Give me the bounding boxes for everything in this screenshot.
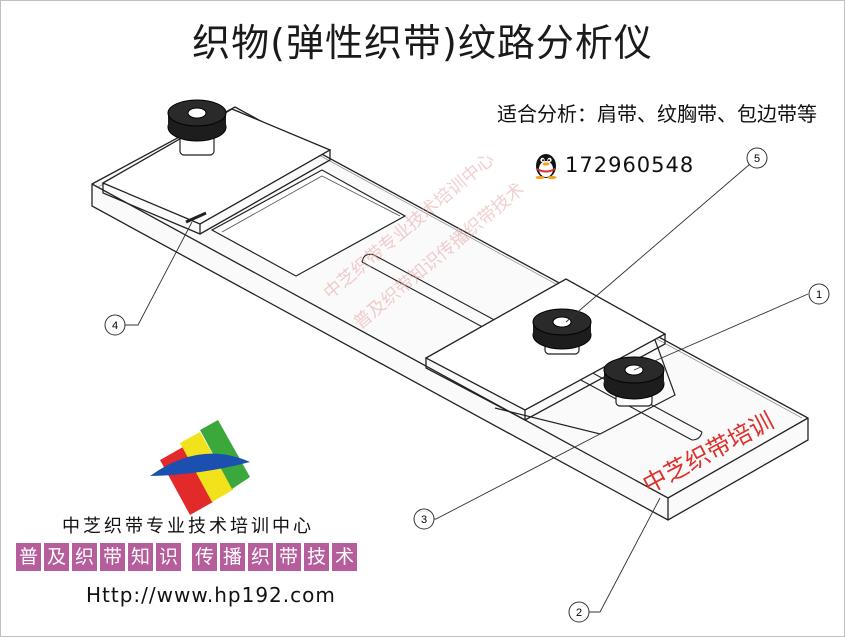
slogan-char: 技 bbox=[304, 543, 329, 571]
slogan-char: 传 bbox=[192, 543, 217, 571]
slogan-char: 普 bbox=[16, 543, 41, 571]
svg-text:5: 5 bbox=[754, 153, 760, 165]
svg-text:2: 2 bbox=[576, 607, 582, 619]
slogan-char: 及 bbox=[44, 543, 69, 571]
svg-text:3: 3 bbox=[421, 514, 427, 526]
slogan-char: 织 bbox=[248, 543, 273, 571]
clamp-knob-left bbox=[167, 99, 227, 156]
slogan-part1: 普及织带知识 bbox=[16, 543, 184, 571]
slogan-part2: 传播织带技术 bbox=[192, 543, 360, 571]
slogan-bar: 普及织带知识 传播织带技术 bbox=[16, 543, 360, 571]
slogan-char: 带 bbox=[276, 543, 301, 571]
callout-2: 2 bbox=[568, 601, 590, 623]
slogan-char: 术 bbox=[332, 543, 357, 571]
slogan-char: 知 bbox=[128, 543, 153, 571]
brand-logo bbox=[150, 420, 250, 515]
slogan-char: 织 bbox=[72, 543, 97, 571]
page-title: 织物(弹性织带)纹路分析仪 bbox=[192, 21, 653, 65]
subtitle: 适合分析：肩带、纹胸带、包边带等 bbox=[497, 102, 817, 126]
clamp-knob-top bbox=[532, 308, 592, 355]
callout-5: 5 bbox=[746, 147, 768, 169]
org-name: 中芝织带专业技术培训中心 bbox=[62, 516, 314, 537]
website-url: Http://www.hp192.com bbox=[86, 583, 336, 607]
callout-3: 3 bbox=[413, 508, 435, 530]
qq-penguin-icon bbox=[535, 154, 557, 179]
callout-1: 1 bbox=[808, 283, 830, 305]
callout-4: 4 bbox=[104, 314, 126, 336]
svg-text:1: 1 bbox=[816, 289, 822, 301]
svg-text:4: 4 bbox=[112, 320, 118, 332]
qq-contact: 172960548 bbox=[533, 150, 694, 180]
window-cutout bbox=[210, 169, 407, 277]
qq-number: 172960548 bbox=[565, 153, 695, 177]
slogan-char: 识 bbox=[156, 543, 181, 571]
slogan-char: 播 bbox=[220, 543, 245, 571]
slogan-char: 带 bbox=[100, 543, 125, 571]
